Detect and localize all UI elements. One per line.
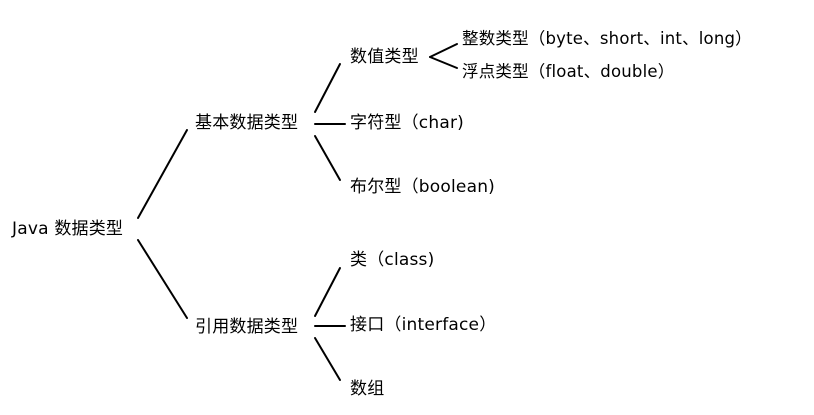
connector-primitive-numeric	[314, 63, 341, 113]
connector-reference-class	[314, 267, 341, 317]
connector-root-reference	[137, 239, 188, 319]
node-integer-types: 整数类型（byte、short、int、long）	[462, 29, 752, 48]
node-numeric-types: 数值类型	[350, 47, 419, 67]
connector-primitive-boolean	[314, 135, 341, 181]
connector-numeric-integer	[429, 43, 458, 58]
node-interface-type: 接口（interface）	[350, 315, 497, 335]
node-floating-types: 浮点类型（float、double）	[462, 62, 675, 81]
root-node: Java 数据类型	[12, 219, 124, 239]
connector-numeric-floating	[429, 56, 458, 69]
node-reference-types: 引用数据类型	[195, 317, 299, 337]
node-primitive-types: 基本数据类型	[195, 113, 299, 133]
node-char-type: 字符型（char)	[350, 113, 464, 133]
connector-root-primitive	[137, 129, 188, 219]
connector-reference-array	[314, 337, 341, 381]
node-boolean-type: 布尔型（boolean)	[350, 177, 495, 197]
node-class-type: 类（class)	[350, 250, 435, 270]
node-array-type: 数组	[350, 379, 385, 399]
